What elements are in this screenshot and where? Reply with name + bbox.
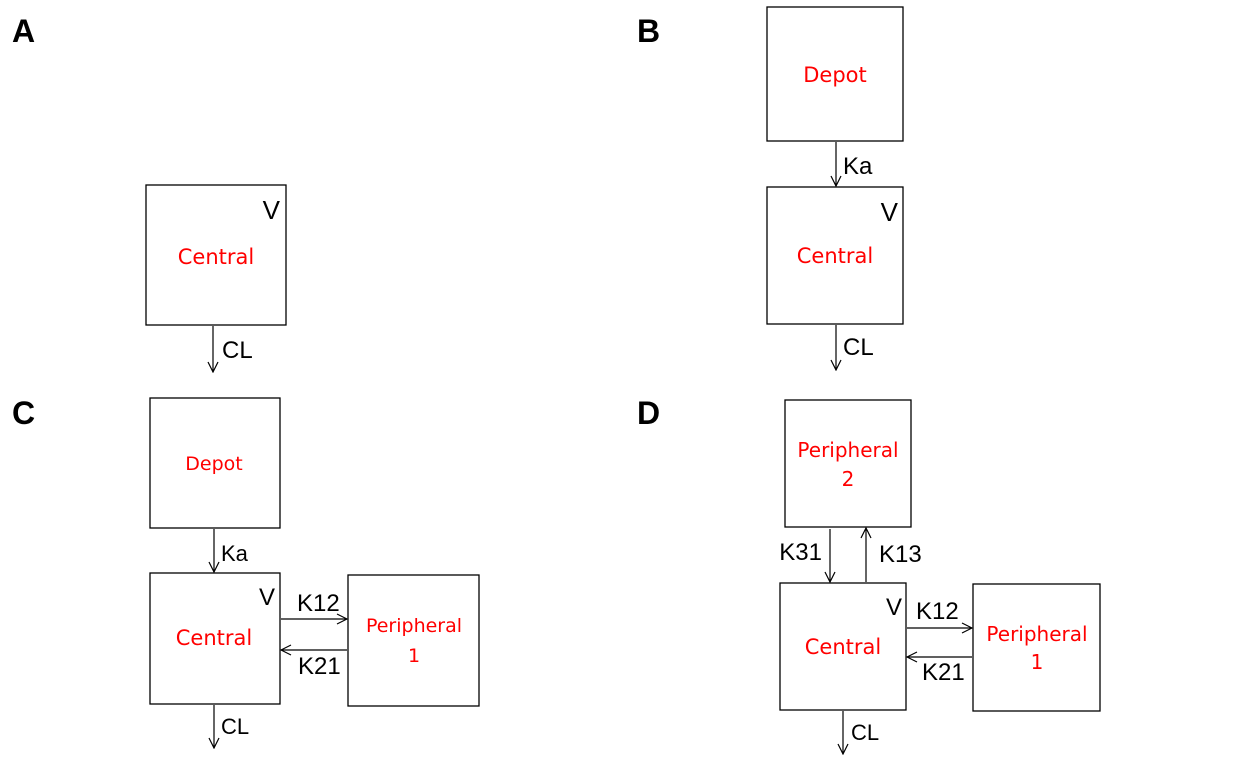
peripheral2-compartment-d — [784, 399, 912, 528]
depot-compartment-c — [149, 397, 281, 529]
peripheral2-label-d-line2: 2 — [842, 467, 855, 491]
peripheral1-label-d-line1: Peripheral — [986, 622, 1087, 646]
central-label-c: Central — [176, 626, 252, 650]
k31-label-d: K31 — [779, 539, 822, 566]
panel-label-d: D — [637, 395, 660, 431]
depot-label-c: Depot — [185, 453, 242, 475]
peripheral2-label-d-line1: Peripheral — [797, 438, 898, 462]
k12-label-c: K12 — [297, 590, 340, 617]
depot-label-b: Depot — [803, 63, 867, 87]
panel-c: C Depot Ka V Central Peripheral 1 K12 K2… — [12, 395, 480, 748]
central-label-a: Central — [178, 245, 254, 269]
panel-label-c: C — [12, 395, 35, 431]
panel-label-a: A — [12, 13, 35, 49]
panel-label-b: B — [637, 13, 660, 49]
absorption-label-b: Ka — [843, 153, 873, 180]
volume-label-b: V — [881, 197, 899, 227]
absorption-label-c: Ka — [221, 541, 249, 566]
central-compartment-c — [149, 572, 281, 705]
elimination-label-b: CL — [843, 334, 874, 361]
peripheral1-compartment-c — [347, 574, 480, 707]
k21-label-d: K21 — [922, 659, 965, 686]
elimination-label-d: CL — [851, 720, 879, 745]
elimination-label-c: CL — [221, 714, 249, 739]
peripheral1-compartment-d — [972, 583, 1101, 712]
central-compartment-d — [779, 582, 907, 711]
volume-label-d: V — [886, 594, 902, 621]
k12-label-d: K12 — [916, 598, 959, 625]
central-compartment-b — [766, 186, 904, 325]
panel-d: D Peripheral 2 K31 K13 V Central Periphe… — [637, 395, 1101, 754]
central-label-d: Central — [805, 635, 881, 659]
volume-label-c: V — [259, 584, 275, 611]
elimination-label-a: CL — [222, 337, 253, 364]
k13-label-d: K13 — [879, 541, 922, 568]
peripheral1-label-c-line1: Peripheral — [366, 615, 462, 637]
peripheral1-label-c-line2: 1 — [408, 645, 420, 667]
peripheral1-label-d-line2: 1 — [1031, 650, 1044, 674]
k21-label-c: K21 — [298, 653, 341, 680]
panel-b: B Depot Ka V Central CL — [637, 6, 904, 370]
depot-compartment-b — [766, 6, 904, 142]
central-compartment-a — [145, 184, 287, 326]
panel-a: A V Central CL — [12, 13, 287, 372]
volume-label-a: V — [263, 195, 281, 225]
central-label-b: Central — [797, 244, 873, 268]
